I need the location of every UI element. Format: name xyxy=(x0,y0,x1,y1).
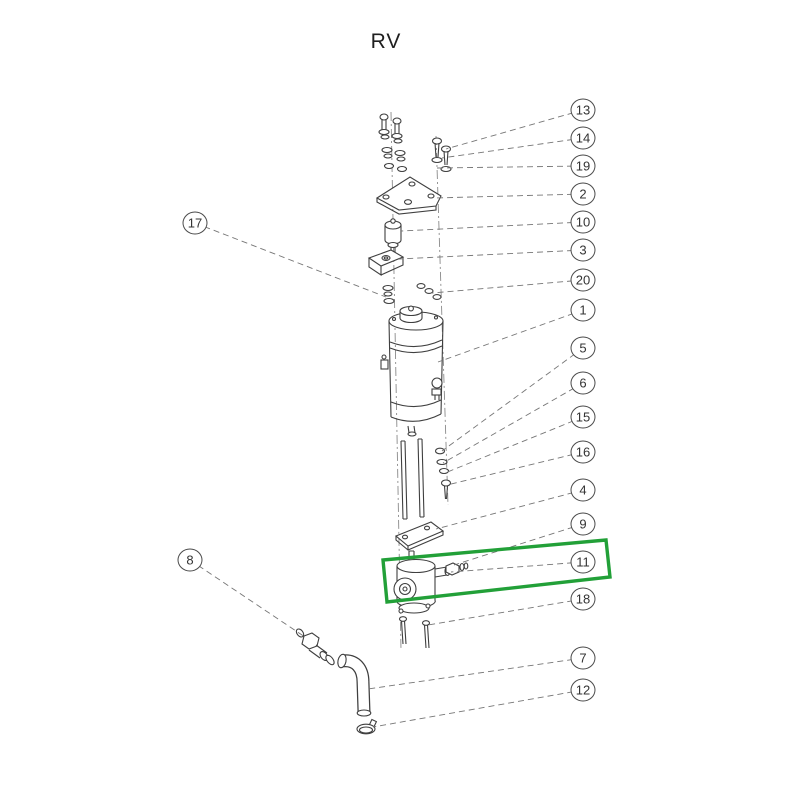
washers-nuts xyxy=(382,283,442,305)
bracket-plate xyxy=(394,521,445,552)
callout-8[interactable]: 8 xyxy=(177,548,203,572)
leader-16 xyxy=(446,451,584,486)
callout-5[interactable]: 5 xyxy=(570,336,596,360)
leader-8 xyxy=(189,559,306,638)
leader-2 xyxy=(433,193,584,199)
leader-5 xyxy=(441,347,584,452)
mounting-plate xyxy=(375,176,442,215)
callout-11[interactable]: 11 xyxy=(570,550,596,574)
studs xyxy=(400,438,425,520)
lower-fasteners xyxy=(434,447,452,500)
callout-15[interactable]: 15 xyxy=(570,405,596,429)
callout-13[interactable]: 13 xyxy=(570,98,596,122)
pump-fitting xyxy=(445,562,469,576)
leader-14 xyxy=(441,137,584,159)
callout-2[interactable]: 2 xyxy=(570,182,596,206)
leader-20 xyxy=(431,279,584,294)
leader-4 xyxy=(435,489,584,530)
leader-1 xyxy=(437,309,584,363)
leader-12 xyxy=(372,689,584,728)
top-fasteners xyxy=(378,113,408,173)
leader-lines xyxy=(189,109,584,728)
callout-18[interactable]: 18 xyxy=(570,587,596,611)
callout-16[interactable]: 16 xyxy=(570,440,596,464)
callout-3[interactable]: 3 xyxy=(570,238,596,262)
callout-9[interactable]: 9 xyxy=(570,512,596,536)
leader-7 xyxy=(367,657,584,690)
callout-17[interactable]: 17 xyxy=(182,211,208,235)
highlight-box xyxy=(381,538,612,604)
hose xyxy=(337,653,372,717)
callout-14[interactable]: 14 xyxy=(570,126,596,150)
solenoid xyxy=(384,218,402,253)
callout-1[interactable]: 1 xyxy=(570,298,596,322)
motor xyxy=(380,305,444,437)
page-title: RV xyxy=(370,30,402,53)
leader-19 xyxy=(436,165,584,169)
callout-12[interactable]: 12 xyxy=(570,678,596,702)
leader-11 xyxy=(450,561,584,573)
callout-19[interactable]: 19 xyxy=(570,154,596,178)
inlet-fitting xyxy=(295,628,335,666)
hose-clamp xyxy=(356,718,378,735)
callout-7[interactable]: 7 xyxy=(570,646,596,670)
callout-20[interactable]: 20 xyxy=(570,268,596,292)
leader-6 xyxy=(442,382,584,464)
callout-6[interactable]: 6 xyxy=(570,371,596,395)
leader-15 xyxy=(444,416,584,474)
leader-3 xyxy=(398,249,584,260)
leader-17 xyxy=(194,222,387,298)
leader-9 xyxy=(453,523,584,566)
leader-18 xyxy=(427,598,584,626)
callout-10[interactable]: 10 xyxy=(570,210,596,234)
leader-13 xyxy=(445,109,584,150)
leader-10 xyxy=(400,221,584,232)
pump xyxy=(393,550,451,614)
pump-bolts xyxy=(398,616,431,649)
callout-4[interactable]: 4 xyxy=(570,478,596,502)
bracket xyxy=(367,249,405,277)
